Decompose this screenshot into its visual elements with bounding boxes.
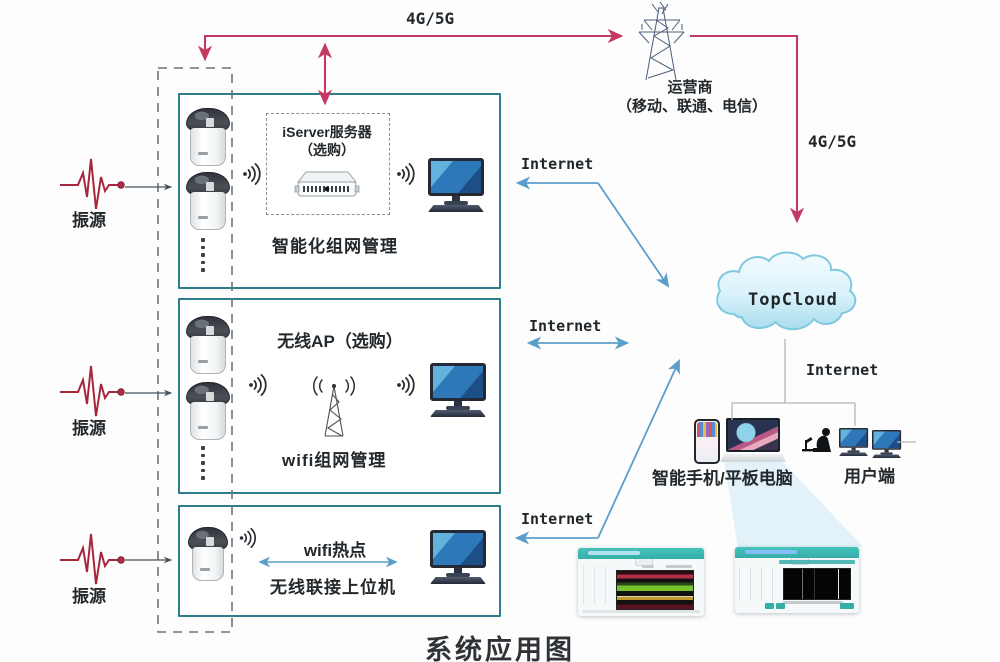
operator-detail: （移动、联通、电信） <box>616 98 767 115</box>
more-sensors-ellipsis-icon <box>201 446 205 480</box>
tablet-icon <box>720 418 786 464</box>
source-arrows <box>125 183 173 564</box>
wifi-signal-icon <box>249 374 267 396</box>
source-label: 振源 <box>72 419 106 438</box>
host-computer-icon <box>430 530 486 586</box>
box2-title: 无线AP（选购） <box>277 332 403 351</box>
iserver-optional-box <box>266 113 390 215</box>
more-sensors-ellipsis-icon <box>201 238 205 272</box>
host-computer-icon <box>428 158 484 214</box>
sensor-icon <box>188 527 228 581</box>
client-label: 用户端 <box>844 467 895 486</box>
vibration-waveform-icon <box>60 533 125 585</box>
client-computer-icon <box>839 428 869 457</box>
label-4g5g-right: 4G/5G <box>808 132 857 151</box>
rack-server-icon <box>294 171 360 197</box>
label-4g5g-top: 4G/5G <box>406 9 455 28</box>
sensor-icon <box>186 382 230 440</box>
vibration-waveform-icon <box>60 365 125 417</box>
wifi-signal-icon <box>397 374 415 396</box>
wifi-signal-icon <box>397 163 415 185</box>
source-label: 振源 <box>72 587 106 606</box>
wifi-signal-icon <box>243 163 261 185</box>
vibration-waveform-icon <box>60 158 125 210</box>
cloud-name: TopCloud <box>748 290 838 310</box>
sensor-icon <box>186 316 230 374</box>
box3-title: wifi热点 <box>303 541 367 560</box>
sensor-icon <box>186 172 230 230</box>
transmission-tower-icon <box>638 1 685 81</box>
waveform-app-screenshot <box>735 547 859 613</box>
host-computer-icon <box>430 363 486 419</box>
mobile-label: 智能手机/平板电脑 <box>652 469 793 488</box>
box3-caption: 无线联接上位机 <box>270 578 396 597</box>
internet-label-2: Internet <box>529 317 602 335</box>
operator-name: 运营商 <box>667 79 713 96</box>
operator-person-icon <box>802 428 831 452</box>
waterfall-app-screenshot <box>578 548 704 616</box>
client-computer-icon <box>872 430 902 459</box>
smartphone-icon <box>694 419 720 464</box>
box1-caption: 智能化组网管理 <box>272 237 398 256</box>
source-label: 振源 <box>72 211 106 230</box>
cloud-internet-label: Internet <box>806 361 879 379</box>
diagram-title: 系统应用图 <box>425 635 575 662</box>
wireless-ap-antenna-icon <box>313 376 355 437</box>
cloud-icon <box>716 251 857 331</box>
iserver-subtitle: （选购） <box>299 142 355 158</box>
sensor-icon <box>186 108 230 166</box>
box2-caption: wifi组网管理 <box>282 451 387 470</box>
wifi-signal-icon <box>239 527 256 549</box>
iserver-title: iServer服务器 <box>282 124 372 140</box>
internet-label-1: Internet <box>521 155 594 173</box>
internet-label-3: Internet <box>521 510 594 528</box>
